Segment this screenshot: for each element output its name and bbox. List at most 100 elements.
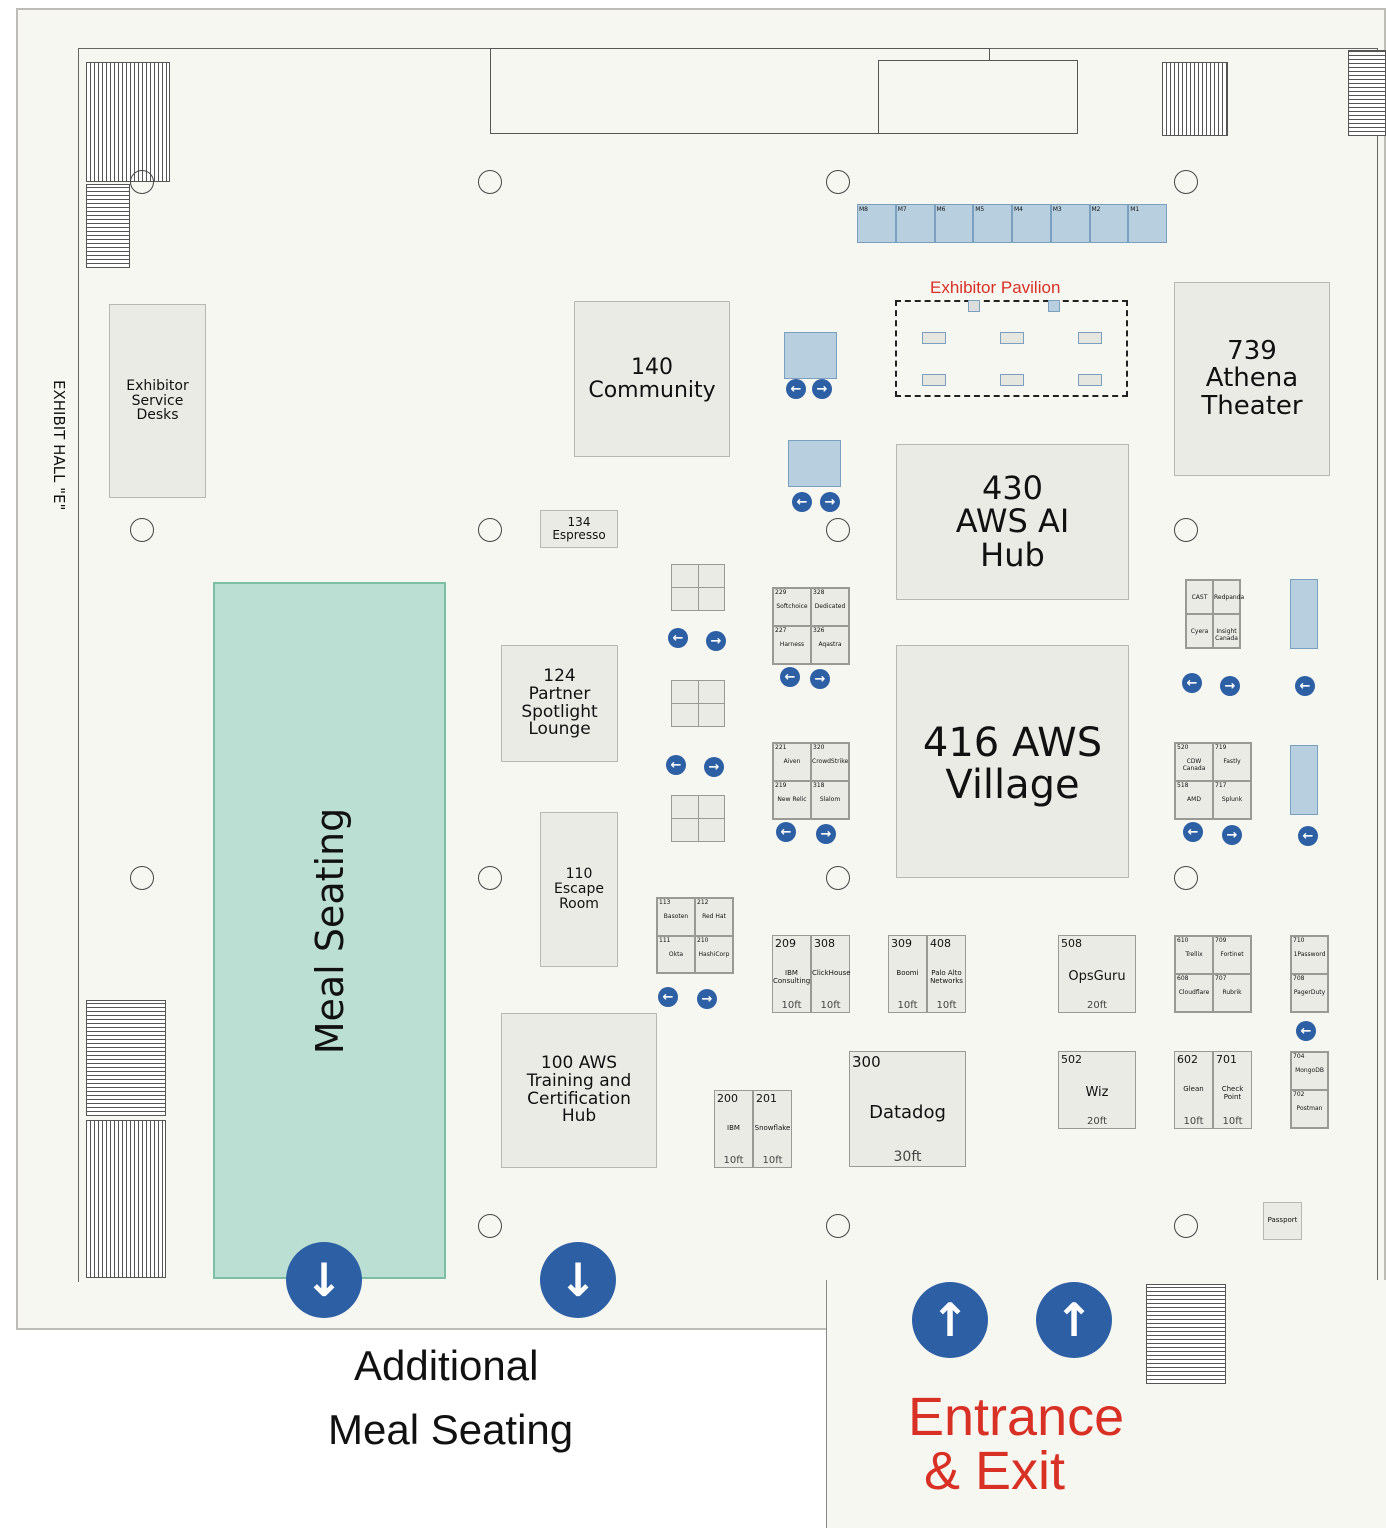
booth-name: Cloudflare xyxy=(1178,989,1210,997)
pavilion-booth[interactable]: M4 xyxy=(1012,204,1051,243)
column xyxy=(478,1214,502,1238)
booth-cell[interactable]: Insight Canada xyxy=(1213,614,1240,648)
blue-booth-cluster[interactable] xyxy=(1290,579,1318,649)
exhibitor-service-desks[interactable]: Exhibitor Service Desks xyxy=(109,304,206,498)
room-140-community[interactable]: 140 Community xyxy=(574,301,730,457)
pavilion-booth[interactable]: M6 xyxy=(934,204,974,243)
column xyxy=(1174,518,1198,542)
column xyxy=(826,866,850,890)
booth-name: Trellix xyxy=(1185,951,1203,959)
pavilion-booth[interactable]: M5 xyxy=(973,204,1012,243)
meal-seating-area[interactable]: Meal Seating xyxy=(213,582,446,1279)
room-100-training-hub[interactable]: 100 AWS Training and Certification Hub xyxy=(501,1013,657,1168)
room-110-escape-room[interactable]: 110 Escape Room xyxy=(540,812,618,967)
room-124-partner-spotlight[interactable]: 124 Partner Spotlight Lounge xyxy=(501,645,618,762)
down-arrow-icon[interactable]: ↓ xyxy=(286,1242,362,1318)
booth-name: Check Point xyxy=(1221,1085,1244,1102)
passport-kiosk[interactable]: Passport xyxy=(1263,1202,1302,1240)
room-label: Certification xyxy=(527,1088,631,1109)
pavilion-booth[interactable]: M7 xyxy=(895,204,935,243)
right-arrow-icon: → xyxy=(706,631,726,651)
column xyxy=(1174,170,1198,194)
booth-number: 318 xyxy=(813,782,825,789)
up-arrow-icon[interactable]: ↑ xyxy=(912,1282,988,1358)
booth-number: 113 xyxy=(659,899,671,906)
room-416-aws-village[interactable]: 416 AWS Village xyxy=(896,645,1129,878)
room-739-athena-theater[interactable]: 739 Athena Theater xyxy=(1174,282,1330,476)
up-arrow-icon[interactable]: ↑ xyxy=(1036,1282,1112,1358)
booth-size: 10ft xyxy=(762,1155,783,1166)
room-134-espresso[interactable]: 134 Espresso xyxy=(540,510,618,548)
column xyxy=(130,170,154,194)
booth-cell[interactable]: Redpanda xyxy=(1213,580,1244,614)
pavilion-booth[interactable]: M2 xyxy=(1089,204,1129,243)
booth-name: Aiven xyxy=(783,758,801,766)
booth-cell[interactable]: CAST xyxy=(1186,580,1213,614)
column xyxy=(130,518,154,542)
pavilion-booth[interactable]: M3 xyxy=(1050,204,1090,243)
down-arrow-icon[interactable]: ↓ xyxy=(540,1242,616,1318)
blue-booth-cluster[interactable] xyxy=(784,332,837,379)
blue-booth-cluster[interactable] xyxy=(1290,745,1318,815)
booth-cluster[interactable] xyxy=(671,564,725,611)
booth-cluster[interactable] xyxy=(671,680,725,727)
column xyxy=(478,170,502,194)
pavilion-booth[interactable]: M1 xyxy=(1128,204,1167,243)
booth-name: Insight Canada xyxy=(1215,627,1238,642)
pavilion-booth-label: M8 xyxy=(859,206,868,213)
booth-name: Datadog xyxy=(869,1102,946,1124)
booth-num: 508 xyxy=(1061,937,1082,950)
booth-number: 717 xyxy=(1215,782,1227,789)
room-430-aws-ai-hub[interactable]: 430 AWS AI Hub xyxy=(896,444,1129,600)
exhibitor-pavilion[interactable] xyxy=(895,300,1128,397)
pavilion-booth[interactable]: M8 xyxy=(857,204,896,243)
right-arrow-icon: → xyxy=(820,492,840,512)
room-label: Athena xyxy=(1205,363,1299,394)
left-arrow-icon: ← xyxy=(658,987,678,1007)
left-arrow-icon: ← xyxy=(792,492,812,512)
room-number: 739 xyxy=(1227,336,1277,367)
column xyxy=(1174,1214,1198,1238)
booth-cell[interactable]: Cyera xyxy=(1186,614,1213,648)
booth-name: Dedicated xyxy=(814,603,846,611)
blue-booth-cluster[interactable] xyxy=(788,440,841,487)
pavilion-kiosk xyxy=(922,374,946,386)
booth-cluster[interactable] xyxy=(671,795,725,842)
